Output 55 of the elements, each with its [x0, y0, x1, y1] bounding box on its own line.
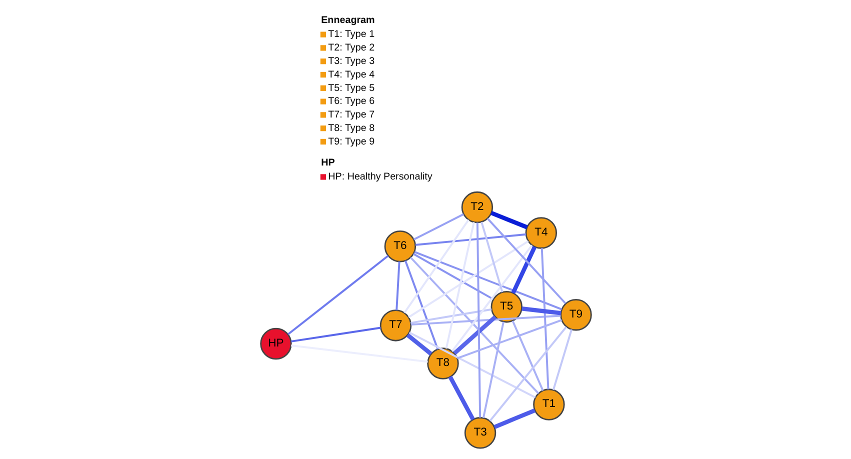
node-circle: T5: [490, 290, 522, 323]
node-circle: T3: [464, 417, 496, 449]
connector: [403, 219, 469, 314]
connector: [480, 222, 503, 292]
connector: [476, 222, 481, 418]
connector: [287, 255, 388, 335]
connector: [482, 322, 504, 418]
node-circle: T4: [524, 217, 557, 249]
node-circle: T6: [384, 230, 416, 262]
node-circle: T9: [560, 299, 592, 331]
connector: [493, 408, 536, 429]
connector: [408, 332, 536, 398]
connector: [410, 314, 560, 326]
connector: [404, 260, 438, 350]
connector: [552, 329, 572, 390]
legend-label: T5: Type 5: [328, 82, 374, 94]
legend-label: T4: Type 4: [328, 69, 374, 80]
connector: [408, 240, 528, 318]
node-circle: HP: [260, 328, 292, 360]
connector: [406, 333, 432, 356]
legend-label: T1: Type 1: [328, 29, 374, 40]
connector: [448, 376, 474, 420]
node-circle: T7: [379, 310, 412, 342]
connector: [510, 246, 536, 294]
connector: [540, 248, 549, 390]
connector: [444, 222, 474, 349]
connector: [290, 326, 380, 342]
legend-label: T2: Type 2: [328, 42, 374, 54]
connector: [456, 319, 562, 360]
legend-label: T7: Type 7: [328, 110, 374, 121]
connector: [490, 211, 528, 230]
connector: [452, 315, 496, 355]
connector: [488, 326, 567, 422]
connector: [511, 320, 544, 391]
connector: [414, 233, 526, 246]
node-circle: T8: [426, 348, 458, 380]
connector: [486, 218, 566, 304]
legend-label: T3: Type 3: [328, 56, 374, 67]
connector: [409, 256, 539, 394]
connector: [521, 306, 561, 316]
legend-label: T6: Type 6: [328, 96, 374, 108]
label: HP: [320, 157, 334, 168]
legend-label: T8: Type 8: [328, 122, 374, 134]
label: Enneagram: [320, 15, 374, 26]
legend-label: HP: Healthy Personality: [328, 172, 432, 183]
node-circle: T1: [532, 388, 564, 420]
node-circle: T2: [460, 191, 493, 224]
legend-label: T9: Type 9: [328, 136, 374, 148]
connector: [414, 251, 562, 310]
connector: [450, 244, 532, 352]
connector: [290, 344, 428, 363]
connector: [412, 213, 464, 240]
connector: [395, 262, 400, 310]
connector: [410, 308, 492, 324]
connector: [412, 253, 494, 300]
